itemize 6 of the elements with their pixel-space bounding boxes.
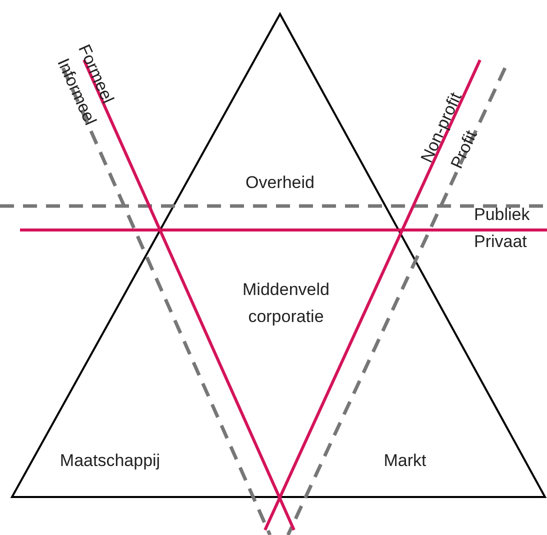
- region-label: Overheid: [246, 174, 314, 193]
- region-label: Markt: [384, 452, 426, 471]
- axis-label: Privaat: [474, 233, 527, 252]
- axis-label: Publiek: [474, 206, 530, 225]
- region-label: Maatschappij: [60, 452, 160, 471]
- region-label: Middenveld corporatie: [242, 279, 330, 328]
